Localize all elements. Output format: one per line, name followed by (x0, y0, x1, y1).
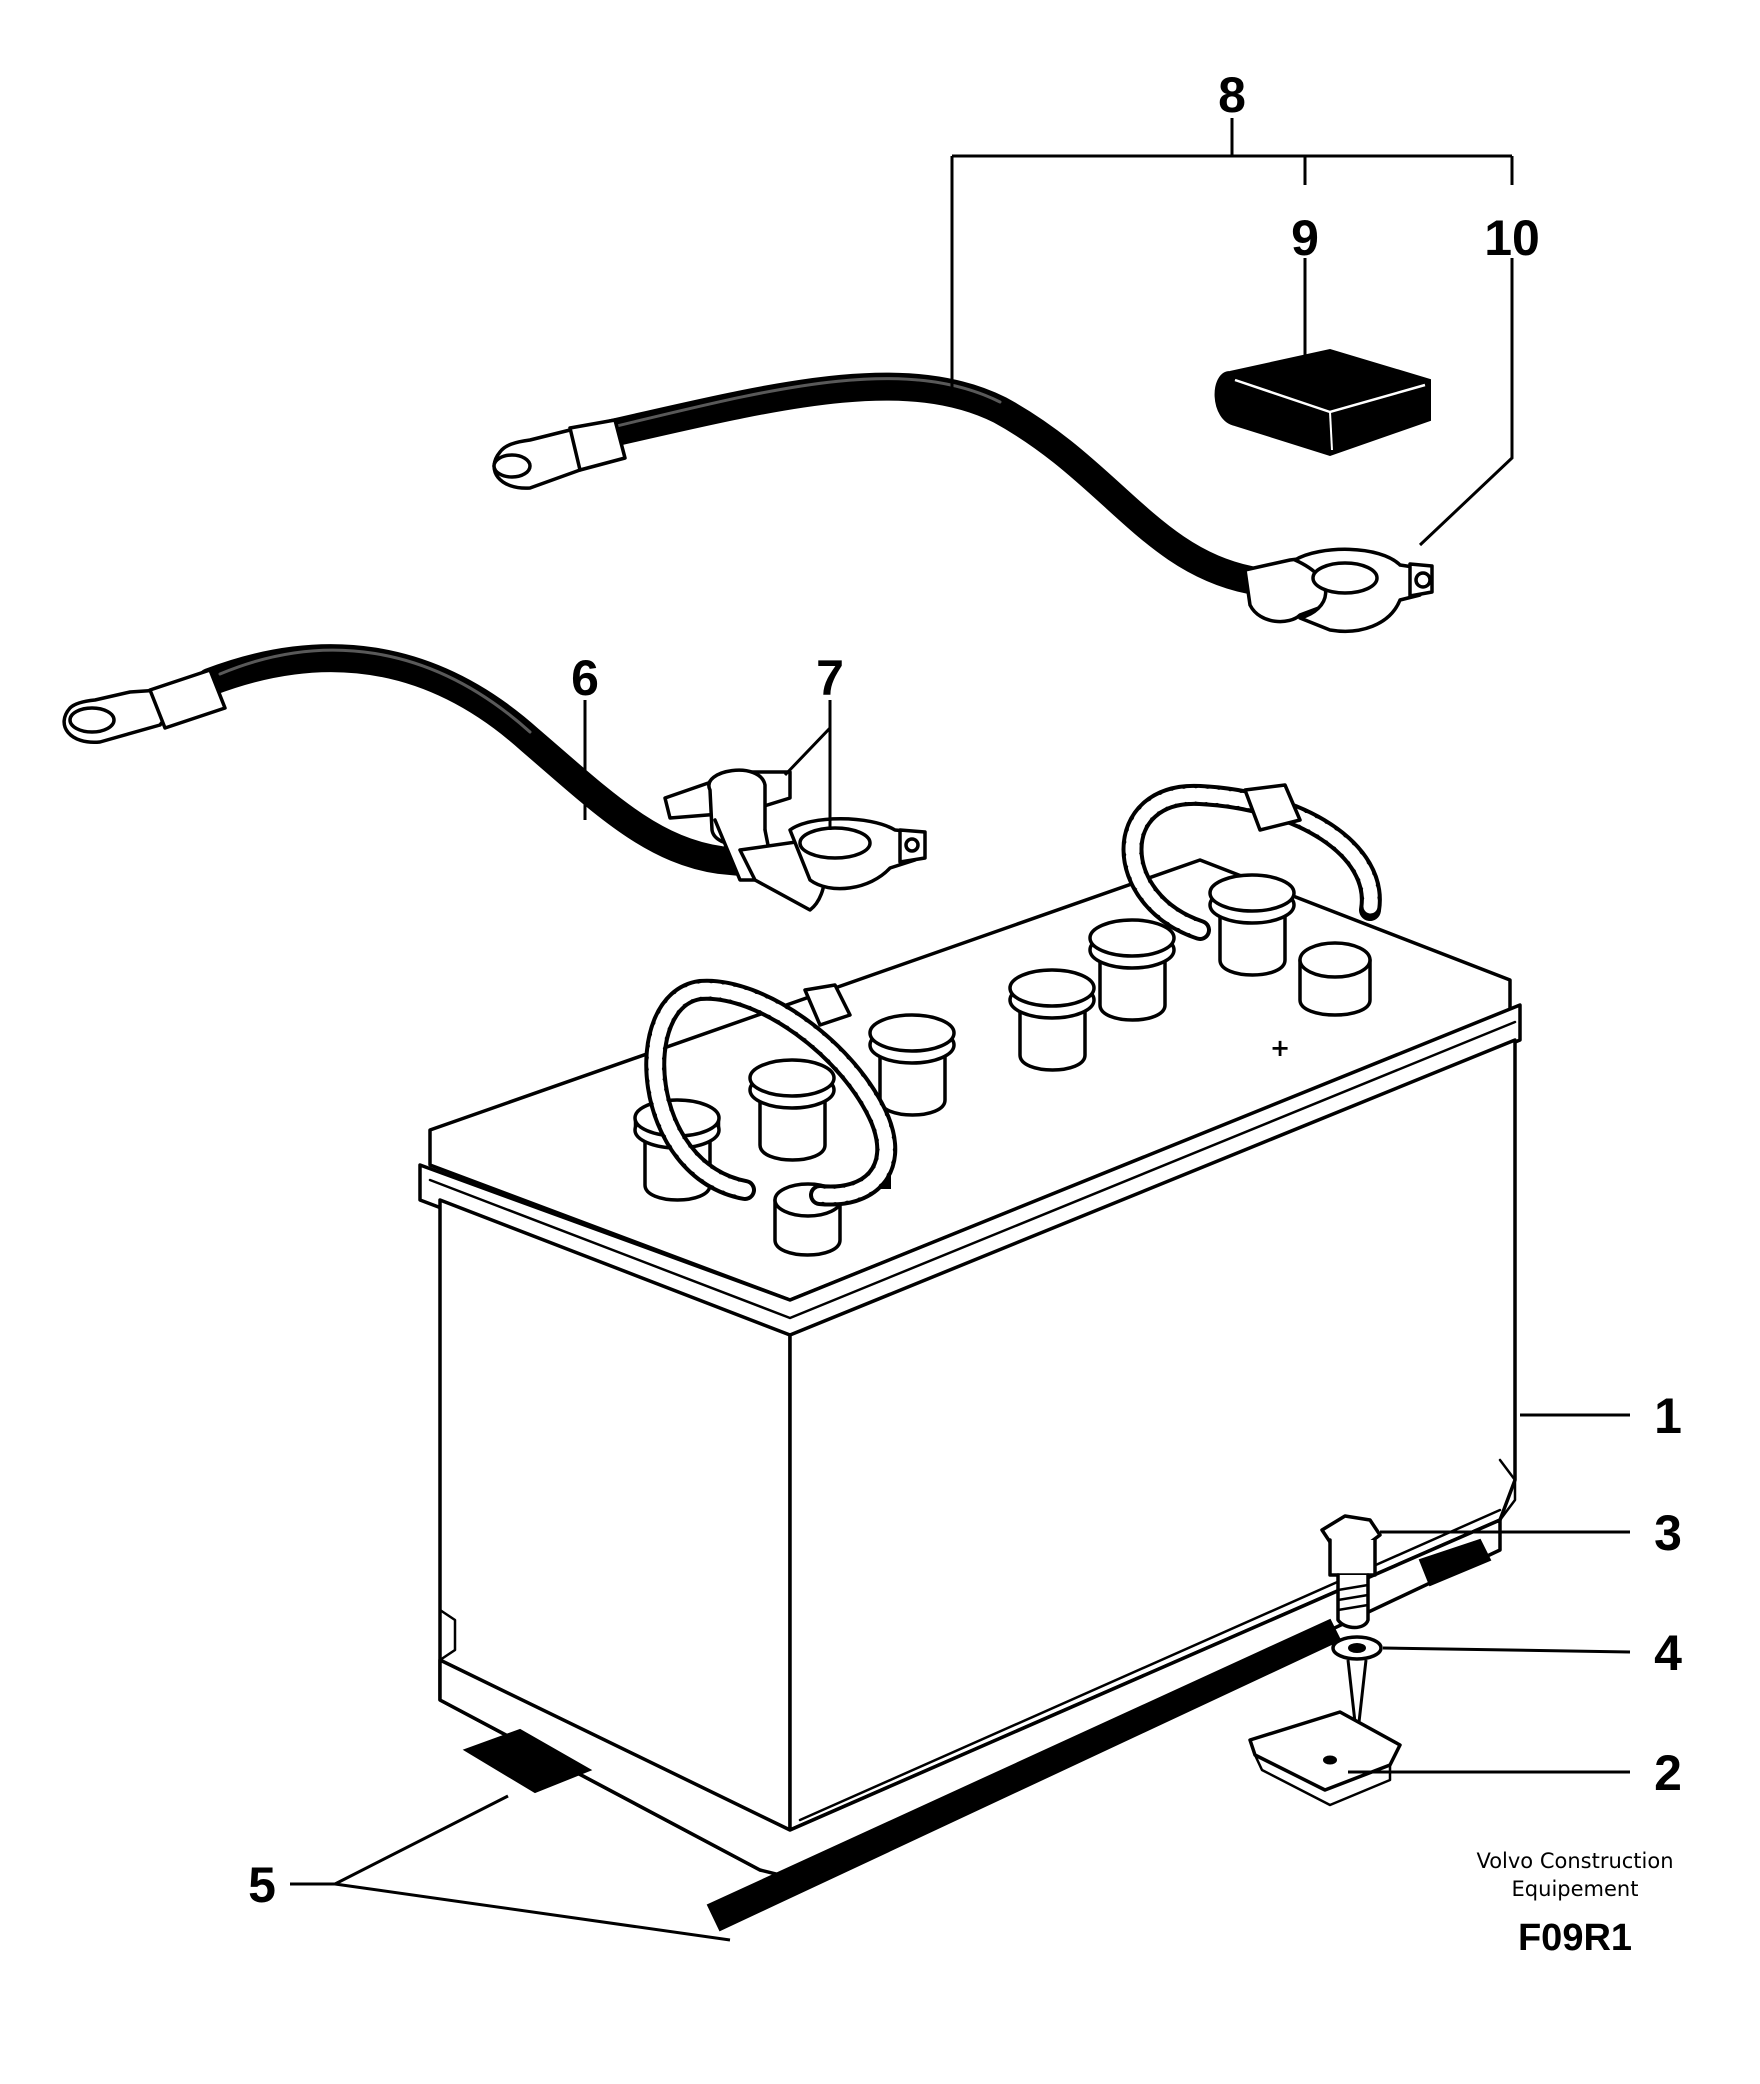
callout-5: 5 (248, 1857, 276, 1913)
rubber-pad (462, 1728, 593, 1794)
battery-terminal-negative (773, 1175, 891, 1257)
battery-terminal-positive: + (1270, 941, 1372, 1062)
callout-10: 10 (1484, 210, 1540, 266)
credit-line-2: Equipement (1512, 1877, 1639, 1901)
part-6-battery-cable-negative (62, 644, 754, 876)
part-1-battery: + (418, 783, 1522, 1882)
part-8-battery-cable-positive (492, 372, 1434, 633)
rubber-pad (1418, 1538, 1492, 1587)
credit-line-1: Volvo Construction (1476, 1849, 1673, 1873)
filler-cap (1088, 918, 1176, 1022)
leader-lines (290, 118, 1631, 1942)
filler-cap (1008, 968, 1096, 1072)
callout-3: 3 (1654, 1505, 1682, 1561)
part-9-terminal-cover (1214, 348, 1431, 457)
callout-8: 8 (1218, 67, 1246, 123)
filler-cap (1208, 873, 1296, 977)
callout-2: 2 (1654, 1745, 1682, 1801)
positive-mark: + (1270, 1034, 1290, 1062)
filler-cap (748, 1058, 836, 1162)
callout-9: 9 (1291, 210, 1319, 266)
part-3-bolt (1320, 1514, 1382, 1630)
cell-connector-strap (644, 978, 898, 1207)
callout-1: 1 (1654, 1388, 1682, 1444)
callout-7: 7 (816, 650, 844, 706)
figure-code: F09R1 (1518, 1917, 1632, 1959)
part-5-rubber-pads (462, 1538, 1492, 1932)
cable-lug-8 (492, 418, 627, 490)
cell-connector-strap (1121, 783, 1382, 941)
part-7-terminal-clamp-wing (663, 768, 927, 912)
part-2-hold-down-bracket (1248, 1710, 1402, 1807)
callout-6: 6 (571, 650, 599, 706)
cable-lug-6 (62, 668, 227, 744)
callout-4: 4 (1654, 1625, 1682, 1681)
filler-cap (868, 1013, 956, 1117)
battery-lid-rim (418, 1003, 1522, 1342)
part-10-terminal-clamp (1243, 547, 1434, 633)
